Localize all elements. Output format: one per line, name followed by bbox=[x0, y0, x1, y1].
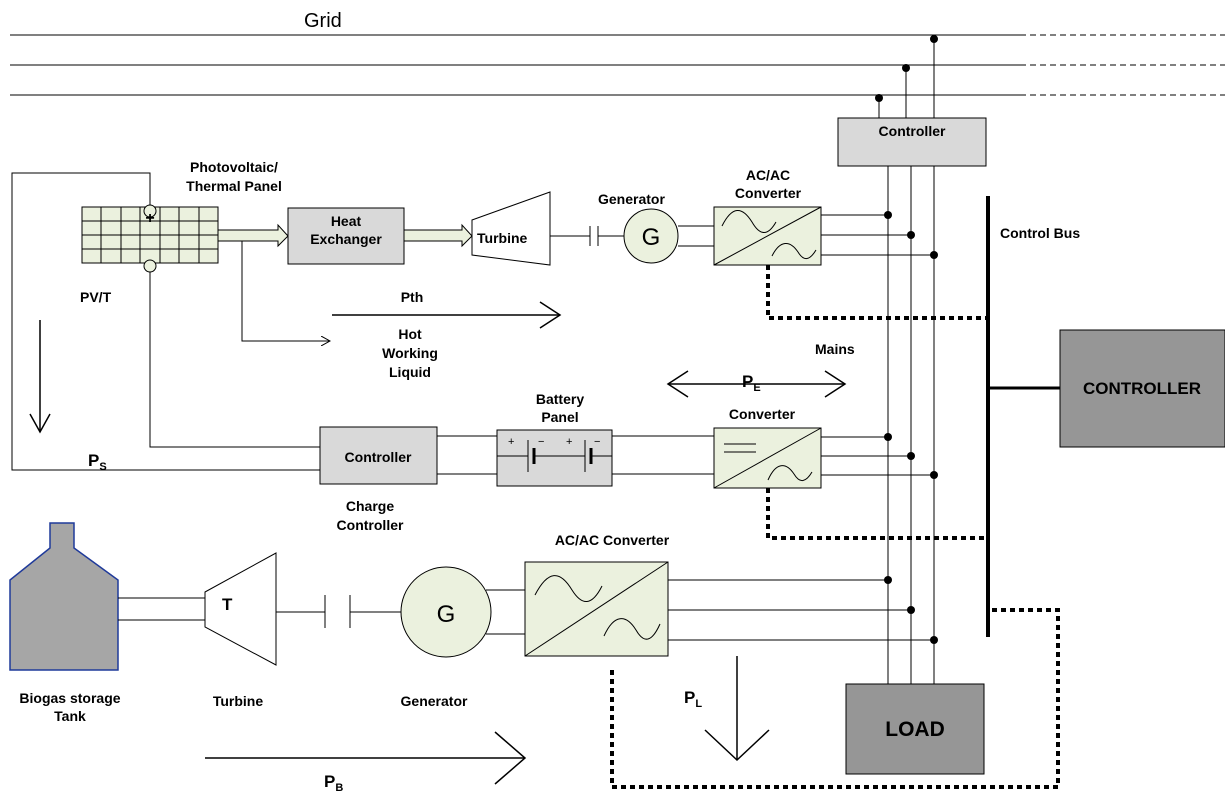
svg-text:+: + bbox=[145, 210, 154, 227]
pe-label: PE bbox=[742, 372, 761, 394]
controller-top-label: Controller bbox=[879, 123, 946, 139]
acac-bottom-output-wires bbox=[668, 576, 938, 644]
hot-liquid-branch bbox=[241, 241, 330, 341]
dc-ac-output-wires bbox=[821, 433, 938, 479]
converter-mid-label: Converter bbox=[729, 406, 796, 422]
hot-liquid-label-2: Working bbox=[382, 345, 438, 361]
generator-bottom-symbol: G bbox=[437, 601, 456, 628]
battery-label-1: Battery bbox=[536, 391, 584, 407]
biogas-tank bbox=[9, 522, 119, 671]
grid-lines bbox=[10, 34, 1225, 96]
control-bus-label: Control Bus bbox=[1000, 225, 1080, 241]
grid-label: Grid bbox=[304, 10, 342, 32]
acac-top-control-link bbox=[766, 265, 988, 320]
pb-label: PB bbox=[324, 772, 343, 793]
acac-converter-top bbox=[713, 206, 822, 266]
controller-main-box bbox=[1059, 329, 1225, 448]
dc-ac-converter bbox=[713, 427, 822, 489]
svg-text:+: + bbox=[566, 436, 572, 448]
acac-top-label-1: AC/AC bbox=[746, 167, 790, 183]
pvt-to-exchanger-arrow bbox=[217, 223, 289, 248]
grid-to-controller-wires bbox=[875, 35, 938, 118]
acac-top-label-2: Converter bbox=[735, 185, 802, 201]
battery-label-2: Panel bbox=[541, 409, 578, 425]
pth-label: Pth bbox=[401, 289, 424, 305]
charge-controller-label-1: Charge bbox=[346, 498, 394, 514]
heat-exchanger-box bbox=[287, 207, 405, 265]
biogas-label-2: Tank bbox=[54, 708, 86, 724]
acac-top-output-wires bbox=[821, 211, 938, 259]
load-box bbox=[845, 683, 985, 775]
mains-label: Mains bbox=[815, 341, 855, 357]
heat-exchanger-label-2: Exchanger bbox=[310, 231, 382, 247]
turbine-bottom-label: Turbine bbox=[213, 693, 264, 709]
acac-bottom-label: AC/AC Converter bbox=[555, 532, 670, 548]
pvt-panel: + bbox=[81, 204, 219, 273]
top-shaft-coupling bbox=[550, 226, 625, 246]
acac-converter-bottom bbox=[524, 561, 669, 657]
controller-main-label: CONTROLLER bbox=[1083, 379, 1201, 398]
svg-text:−: − bbox=[594, 436, 600, 448]
generator-bottom-circle bbox=[400, 566, 492, 658]
turbine-bottom-shape bbox=[204, 552, 277, 666]
bottom-control-loop bbox=[610, 608, 1060, 789]
svg-text:+: + bbox=[508, 436, 514, 448]
charge-controller-box bbox=[319, 426, 438, 485]
exchanger-to-turbine-arrow bbox=[403, 223, 473, 248]
charge-controller-label-2: Controller bbox=[337, 517, 404, 533]
pvt-feedback-loop bbox=[11, 172, 320, 471]
pvt-label: PV/T bbox=[80, 289, 112, 305]
turbine-top-shape bbox=[471, 191, 551, 266]
biogas-label-1: Biogas storage bbox=[19, 690, 120, 706]
generator-top-label: Generator bbox=[598, 191, 665, 207]
svg-text:−: − bbox=[538, 436, 544, 448]
load-label: LOAD bbox=[885, 718, 945, 741]
turbine-bottom-symbol: T bbox=[222, 595, 233, 614]
pvt-panel-label-2: Thermal Panel bbox=[186, 178, 282, 194]
generator-bottom-label: Generator bbox=[401, 693, 468, 709]
ps-label: PS bbox=[88, 451, 107, 473]
battery-panel: + − + − bbox=[496, 429, 613, 487]
generator-top-circle bbox=[623, 208, 679, 264]
controller-top-box bbox=[837, 117, 987, 167]
bottom-shaft-coupling bbox=[276, 595, 402, 628]
hot-liquid-label-3: Liquid bbox=[389, 364, 431, 380]
generator-top-symbol: G bbox=[642, 224, 661, 251]
heat-exchanger-label-1: Heat bbox=[331, 213, 362, 229]
pvt-panel-label-1: Photovoltaic/ bbox=[190, 159, 278, 175]
hot-liquid-label-1: Hot bbox=[398, 326, 422, 342]
dc-ac-control-link bbox=[766, 488, 988, 540]
pl-label: PL bbox=[684, 688, 702, 710]
turbine-top-label: Turbine bbox=[477, 230, 528, 246]
charge-controller-box-label: Controller bbox=[345, 449, 412, 465]
